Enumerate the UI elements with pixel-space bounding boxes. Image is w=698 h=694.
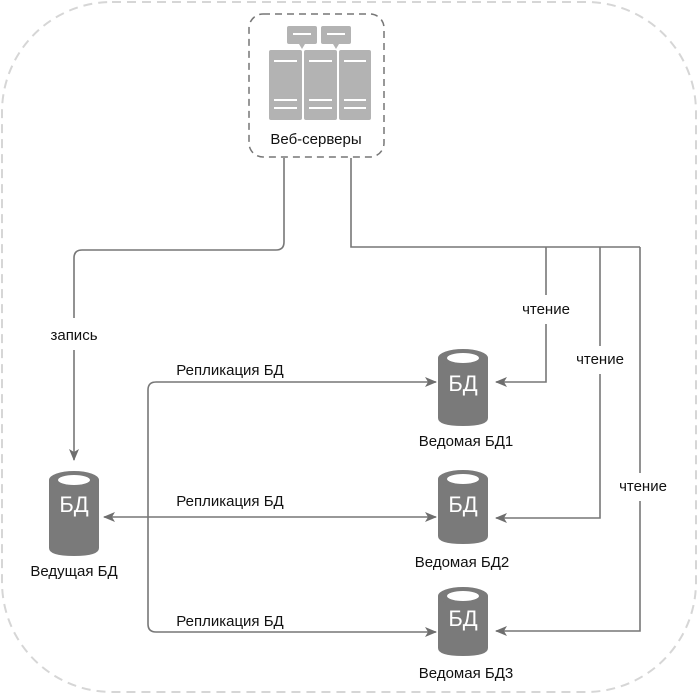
read-connector-slave2-lower [495,374,601,523]
write-label: запись [50,327,97,344]
web-servers-node[interactable]: Веб-серверы [248,13,385,158]
database-icon [438,349,488,426]
slave-db-2-label: Ведомая БД2 [415,554,509,571]
database-icon [49,471,99,556]
slave-db-2-node[interactable]: БД Ведомая БД2 [415,470,509,571]
replication-label-slave2: Репликация БД [176,493,283,510]
master-db-node[interactable]: БД Ведущая БД [30,471,118,580]
replication-label-slave1: Репликация БД [176,362,283,379]
replication-label-slave3: Репликация БД [176,613,283,630]
slave-db-3-label: Ведомая БД3 [419,665,513,682]
master-db-label: Ведущая БД [30,563,117,580]
replication-connector-slave3 [147,623,437,637]
read-bus [350,158,640,248]
read-connector-slave3-lower [495,501,641,636]
replication-connector-slave1 [147,377,437,391]
master-db-icon-text: БД [59,492,88,517]
slave-db-2-icon-text: БД [448,492,477,517]
database-icon [438,470,488,544]
read-label-slave2: чтение [576,351,624,368]
write-connector [73,158,285,318]
slave-db-3-node[interactable]: БД Ведомая БД3 [419,587,513,682]
read-connector-slave1-lower [495,324,547,387]
slave-db-1-label: Ведомая БД1 [419,433,513,450]
server-rack-icon [269,26,371,120]
database-icon [438,587,488,656]
slave-db-1-node[interactable]: БД Ведомая БД1 [419,349,513,450]
read-label-slave3: чтение [619,478,667,495]
web-servers-label: Веб-серверы [270,131,361,148]
read-label-slave1: чтение [522,301,570,318]
slave-db-3-icon-text: БД [448,606,477,631]
slave-db-1-icon-text: БД [448,371,477,396]
